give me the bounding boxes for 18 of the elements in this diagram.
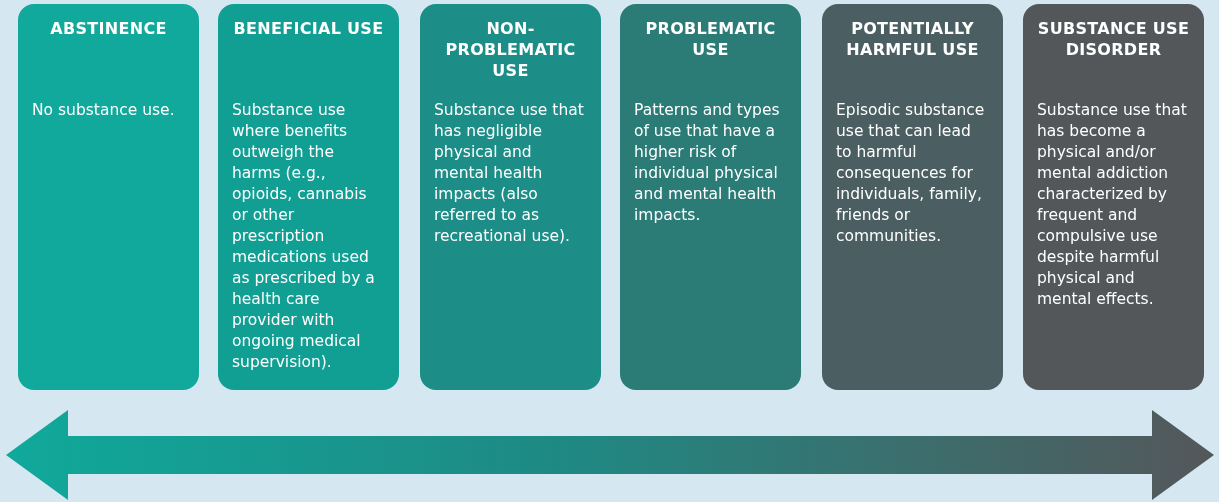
card-description: No substance use. <box>32 100 176 121</box>
category-card <box>218 4 399 390</box>
category-card <box>420 4 601 390</box>
card-heading: POTENTIALLY HARMFUL USE <box>845 18 980 61</box>
card-heading: BENEFICIAL USE <box>232 18 385 40</box>
card-description: Substance use where benefits outweigh the harms (e.g., opioids, cannabis or other prescription medications used as prescribed by a health care provider with ongoing medical supervision). <box>232 100 376 373</box>
card-description: Substance use that has negligible physical and mental health impacts (also referred to as recreational use). <box>434 100 585 247</box>
card-heading: SUBSTANCE USE DISORDER <box>1037 18 1190 61</box>
card-description: Episodic substance use that can lead to harmful consequences for individuals, family, friends or communities. <box>836 100 986 247</box>
card-heading: ABSTINENCE <box>49 18 168 40</box>
category-card <box>18 4 199 390</box>
card-heading: NON-PROBLEMATIC USE <box>444 18 577 80</box>
card-description: Patterns and types of use that have a higher risk of individual physical and mental health impacts. <box>634 100 781 226</box>
card-description: Substance use that has become a physical and/or mental addiction characterized by frequent and compulsive use despite harmful physical and mental effects. <box>1037 100 1188 310</box>
category-card <box>1023 4 1204 390</box>
category-card <box>620 4 801 390</box>
card-heading: PROBLEMATIC USE <box>644 18 777 61</box>
category-card <box>822 4 1003 390</box>
